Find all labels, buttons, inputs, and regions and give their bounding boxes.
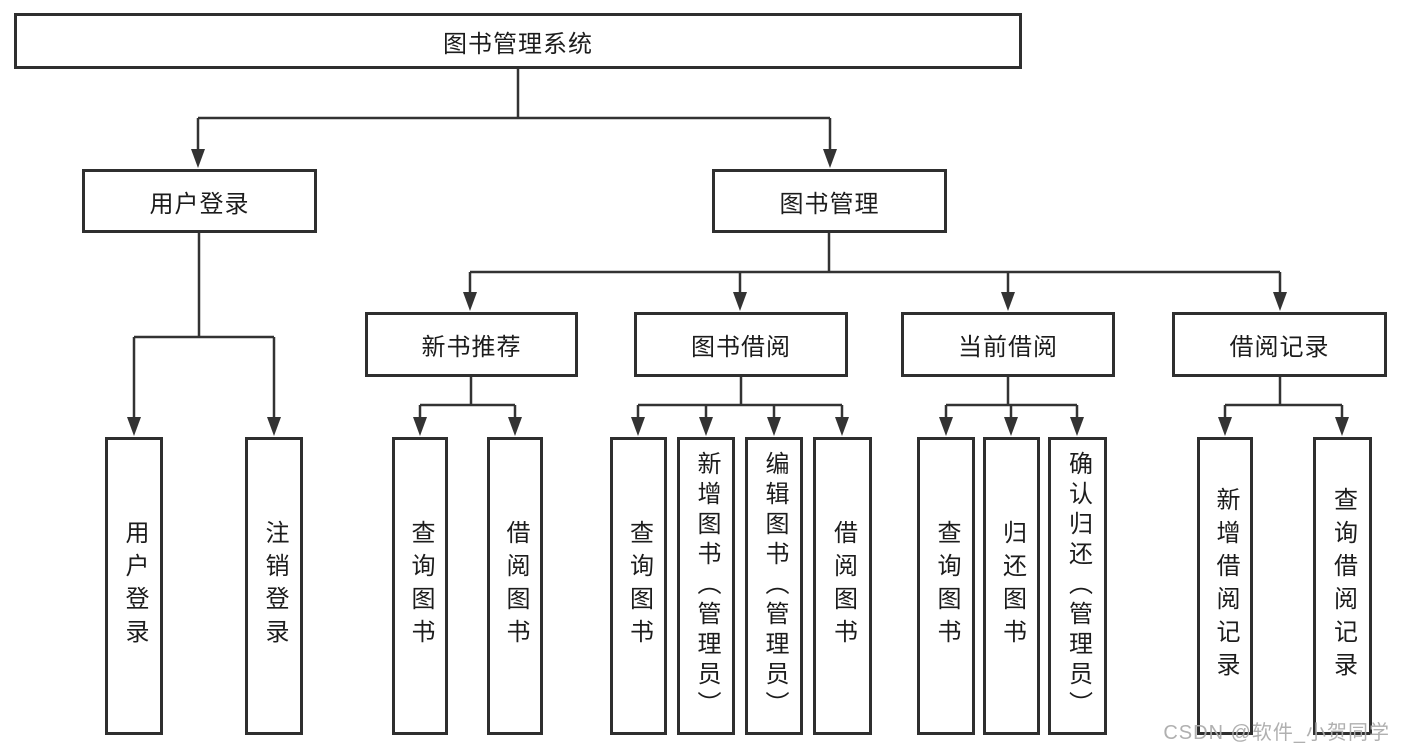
node-root-label: 图书管理系统 bbox=[443, 30, 593, 58]
leaf-edit-books-admin-label: 编辑图书（管理员） bbox=[761, 451, 788, 721]
node-root: 图书管理系统 bbox=[14, 13, 1022, 69]
arrowhead-icon bbox=[699, 417, 713, 436]
leaf-return-books-label: 归还图书 bbox=[998, 520, 1026, 652]
leaf-query-books-2-label: 查询图书 bbox=[625, 520, 653, 652]
node-borrowing-records: 借阅记录 bbox=[1172, 312, 1387, 377]
leaf-borrow-books-1-label: 借阅图书 bbox=[502, 520, 529, 652]
arrowhead-icon bbox=[1070, 417, 1084, 436]
arrowhead-icon bbox=[191, 149, 205, 168]
leaf-query-books-3-label: 查询图书 bbox=[933, 520, 960, 652]
leaf-add-books-admin-label: 新增图书（管理员） bbox=[693, 451, 720, 721]
node-current-borrowing-label: 当前借阅 bbox=[958, 334, 1058, 361]
arrowhead-icon bbox=[1273, 292, 1287, 311]
node-book-borrowing: 图书借阅 bbox=[634, 312, 848, 377]
node-user-login: 用户登录 bbox=[82, 169, 317, 233]
leaf-query-borrow-record-label: 查询借阅记录 bbox=[1329, 487, 1357, 685]
node-borrowing-records-label: 借阅记录 bbox=[1229, 334, 1330, 361]
arrowhead-icon bbox=[835, 417, 849, 436]
leaf-borrow-books-1: 借阅图书 bbox=[487, 437, 543, 735]
arrowhead-icon bbox=[733, 292, 747, 311]
csdn-watermark: CSDN @软件_小贺同学 bbox=[1163, 722, 1390, 744]
node-book-borrowing-label: 图书借阅 bbox=[691, 334, 791, 361]
leaf-logout: 注销登录 bbox=[245, 437, 303, 735]
arrowhead-icon bbox=[508, 417, 522, 436]
leaf-borrow-books-2: 借阅图书 bbox=[813, 437, 872, 735]
node-current-borrowing: 当前借阅 bbox=[901, 312, 1115, 377]
leaf-logout-label: 注销登录 bbox=[261, 520, 288, 652]
leaf-borrow-books-2-label: 借阅图书 bbox=[829, 520, 857, 652]
node-user-login-label: 用户登录 bbox=[149, 190, 250, 218]
leaf-user-login: 用户登录 bbox=[105, 437, 163, 735]
arrowhead-icon bbox=[127, 417, 141, 436]
arrowhead-icon bbox=[1218, 417, 1232, 436]
connector-records-to-leaves bbox=[1223, 377, 1344, 420]
leaf-confirm-return-admin: 确认归还（管理员） bbox=[1048, 437, 1107, 735]
leaf-query-books-1: 查询图书 bbox=[392, 437, 448, 735]
leaf-query-books-2: 查询图书 bbox=[610, 437, 667, 735]
leaf-edit-books-admin: 编辑图书（管理员） bbox=[745, 437, 803, 735]
leaf-add-borrow-record: 新增借阅记录 bbox=[1197, 437, 1253, 735]
connector-userlogin-to-leaves bbox=[132, 233, 276, 420]
leaf-add-borrow-record-label: 新增借阅记录 bbox=[1212, 487, 1239, 685]
connector-root-to-level2 bbox=[196, 69, 832, 152]
connector-newbook-to-leaves bbox=[418, 377, 517, 420]
connector-bookmgmt-to-level3 bbox=[468, 233, 1282, 295]
arrowhead-icon bbox=[823, 149, 837, 168]
arrowhead-icon bbox=[463, 292, 477, 311]
arrowhead-icon bbox=[1004, 417, 1018, 436]
connector-bookborrow-to-leaves bbox=[636, 377, 844, 420]
connector-currentborrow-to-leaves bbox=[944, 377, 1079, 420]
arrowhead-icon bbox=[939, 417, 953, 436]
arrowhead-icon bbox=[1001, 292, 1015, 311]
node-book-management: 图书管理 bbox=[712, 169, 947, 233]
leaf-query-borrow-record: 查询借阅记录 bbox=[1313, 437, 1372, 735]
leaf-confirm-return-admin-label: 确认归还（管理员） bbox=[1064, 451, 1092, 721]
node-new-book-recommend: 新书推荐 bbox=[365, 312, 578, 377]
arrowhead-icon bbox=[631, 417, 645, 436]
arrowhead-icon bbox=[1335, 417, 1349, 436]
leaf-user-login-label: 用户登录 bbox=[121, 520, 148, 652]
arrowhead-icon bbox=[767, 417, 781, 436]
leaf-query-books-1-label: 查询图书 bbox=[407, 520, 434, 652]
leaf-query-books-3: 查询图书 bbox=[917, 437, 975, 735]
node-book-management-label: 图书管理 bbox=[779, 190, 880, 218]
arrowhead-icon bbox=[267, 417, 281, 436]
leaf-add-books-admin: 新增图书（管理员） bbox=[677, 437, 735, 735]
node-new-book-recommend-label: 新书推荐 bbox=[421, 334, 522, 361]
leaf-return-books: 归还图书 bbox=[983, 437, 1040, 735]
arrowhead-icon bbox=[413, 417, 427, 436]
